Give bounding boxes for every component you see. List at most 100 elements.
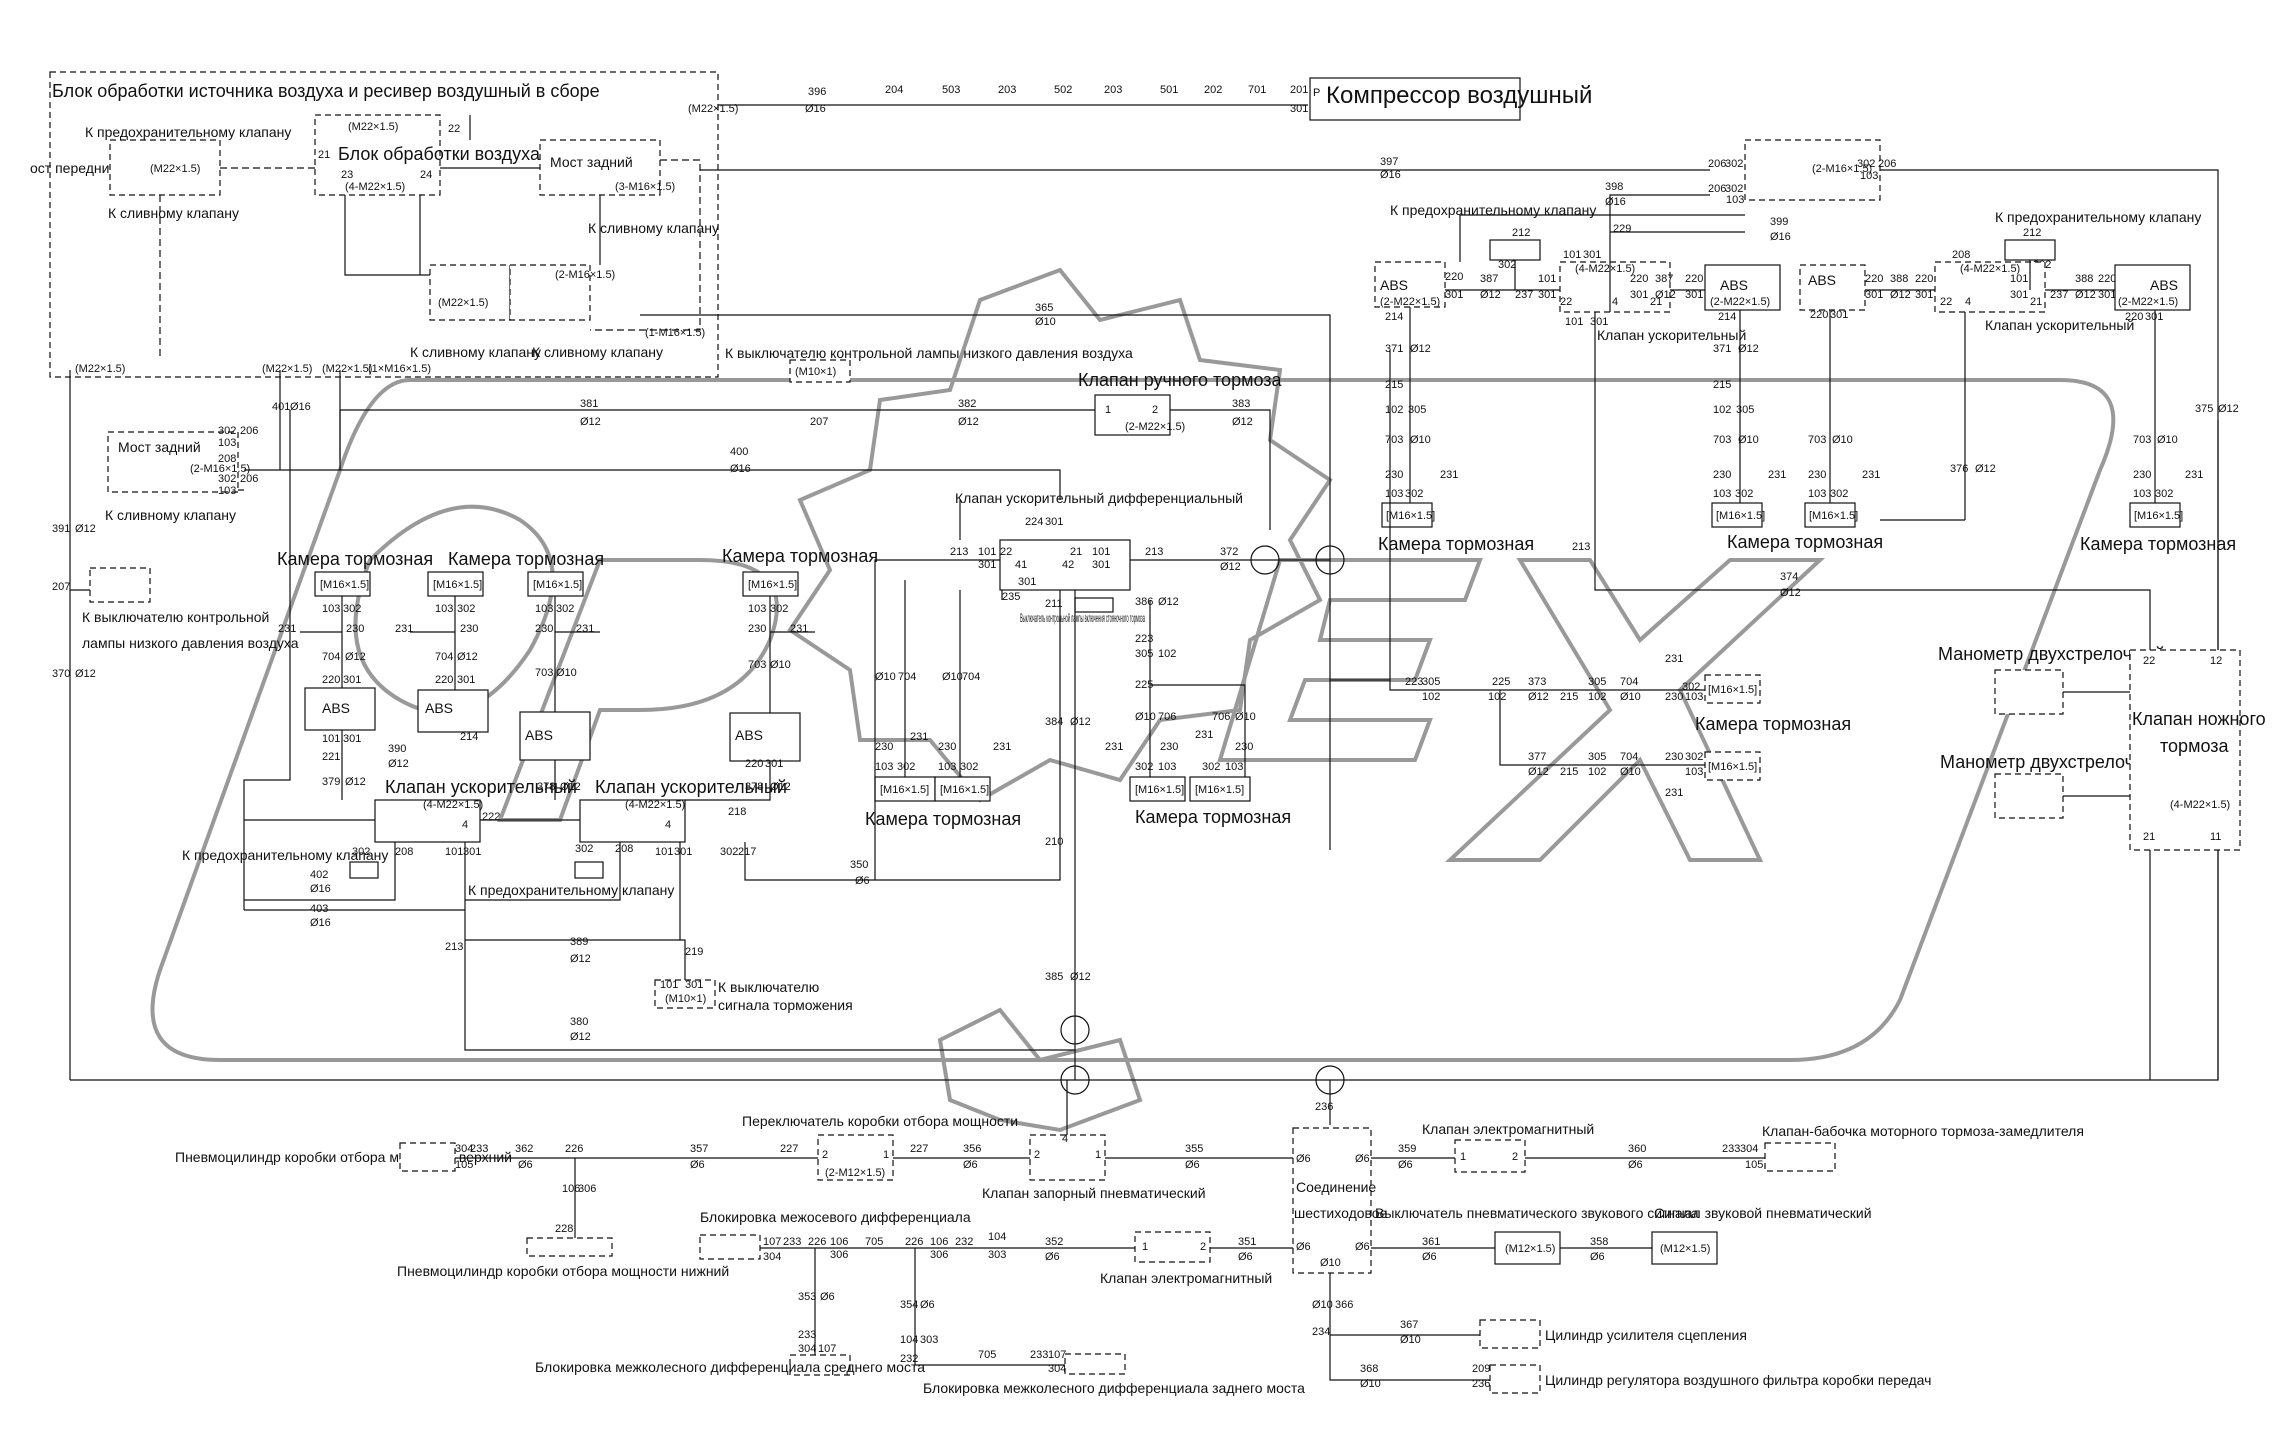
diff-relay-valve [999,539,1131,591]
interaxle-lock-label: Блокировка межосевого дифференциала [700,1209,971,1225]
svg-text:226: 226 [565,1143,583,1155]
svg-text:403: 403 [310,903,328,915]
svg-text:304: 304 [798,1343,816,1355]
svg-text:230: 230 [346,623,364,635]
svg-text:302: 302 [1830,488,1848,500]
svg-text:Ø12: Ø12 [75,668,96,680]
svg-text:230: 230 [1160,741,1178,753]
svg-text:(1-M16×1.5): (1-M16×1.5) [645,327,705,339]
svg-text:(M12×1.5): (M12×1.5) [1505,1243,1555,1255]
svg-text:Ø10: Ø10 [1400,1334,1421,1346]
svg-text:102: 102 [1713,404,1731,416]
svg-text:(4-M22×1.5): (4-M22×1.5) [2170,799,2230,811]
air-treatment-label: Блок обработки воздуха [338,144,541,164]
low-pressure-switch-label: К выключателю контрольной лампы низкого … [725,345,1133,361]
svg-text:706: 706 [1158,711,1176,723]
svg-text:(M10×1): (M10×1) [795,366,836,378]
drain-valve-label-3: К сливному клапану [410,344,541,360]
svg-text:301: 301 [343,733,361,745]
brake-chamber-label-2: Камера тормозная [448,549,604,569]
svg-text:Ø16: Ø16 [1380,169,1401,181]
svg-text:207: 207 [52,581,70,593]
svg-text:Ø16: Ø16 [730,463,751,475]
svg-text:Ø12: Ø12 [1410,343,1431,355]
svg-text:Ø12: Ø12 [1070,971,1091,983]
svg-text:227: 227 [780,1143,798,1155]
relay-valve-2 [579,799,686,843]
svg-text:230: 230 [1235,741,1253,753]
svg-text:210: 210 [1045,836,1063,848]
shutoff-valve-label: Клапан запорный пневматический [982,1185,1206,1201]
svg-text:306: 306 [930,1249,948,1261]
svg-text:Ø12: Ø12 [1528,691,1549,703]
rear-axle-left: Мост задний (2-M16×1.5) К сливному клапа… [52,425,299,680]
svg-text:301: 301 [2098,289,2116,301]
gearbox-cyl-label: Цилиндр регулятора воздушного фильтра ко… [1545,1372,1931,1388]
svg-text:21: 21 [2030,296,2042,308]
svg-text:302: 302 [1405,488,1423,500]
svg-text:233: 233 [1030,1349,1048,1361]
relay-valve-label-3: Клапан ускорительный [1597,327,1746,343]
svg-text:231: 231 [395,623,413,635]
rear-axle-label-top: Мост задний [550,154,633,170]
svg-text:233: 233 [470,1143,488,1155]
svg-text:502: 502 [1054,84,1072,96]
svg-text:301: 301 [463,846,481,858]
svg-text:703: 703 [1713,434,1731,446]
low-pressure-lamp-label: лампы низкого давления воздуха [82,635,299,651]
svg-text:Ø6: Ø6 [1296,1241,1311,1253]
svg-text:Ø12: Ø12 [958,416,979,428]
svg-text:101: 101 [655,846,673,858]
svg-text:202: 202 [1204,84,1222,96]
svg-text:Ø12: Ø12 [1232,416,1253,428]
svg-text:[M16×1.5]: [M16×1.5] [1708,684,1757,696]
svg-text:365: 365 [1035,302,1053,314]
svg-text:203: 203 [998,84,1016,96]
svg-text:301: 301 [674,846,692,858]
svg-text:21: 21 [1650,296,1662,308]
supply-lines: 397 Ø16 (2-M16×1.5) 206 302 206 302 103 … [70,139,2219,1081]
safety-valve-label-left: К предохранительному клапану [85,124,291,140]
svg-text:(M22×1.5): (M22×1.5) [75,363,125,375]
brake-chamber-1 [314,571,371,597]
svg-text:208: 208 [218,453,236,465]
svg-text:[M16×1.5]: [M16×1.5] [1716,510,1765,522]
svg-text:11: 11 [2210,831,2221,843]
svg-text:233: 233 [1722,1143,1740,1155]
svg-text:Ø12: Ø12 [388,758,409,770]
svg-text:231: 231 [1768,469,1786,481]
svg-text:106: 106 [930,1236,948,1248]
svg-text:372: 372 [1220,546,1238,558]
svg-text:103: 103 [1685,766,1703,778]
svg-text:398: 398 [1605,181,1623,193]
svg-text:4: 4 [665,819,671,831]
svg-text:302: 302 [575,843,593,855]
right-brake-group: К предохранительному клапану К предохран… [1374,202,2239,650]
rear-axle-lock [1064,1353,1126,1375]
svg-text:22: 22 [2143,655,2155,667]
svg-text:209: 209 [1472,1363,1490,1375]
svg-text:351: 351 [1238,1236,1256,1248]
brake-chamber-label-8: Камера тормозная [2080,534,2236,554]
svg-text:371: 371 [1385,343,1403,355]
gauge-1 [1994,669,2064,715]
svg-text:214: 214 [1718,311,1736,323]
svg-text:101: 101 [1565,316,1583,328]
svg-text:ABS: ABS [525,727,553,743]
svg-text:103: 103 [2133,488,2151,500]
svg-text:231: 231 [1105,741,1123,753]
svg-text:378: 378 [537,781,555,793]
svg-text:103: 103 [1808,488,1826,500]
svg-text:220: 220 [1685,273,1703,285]
svg-text:213: 213 [1572,541,1590,553]
four-circuit-valve [1744,139,1881,201]
svg-text:206: 206 [1708,158,1726,170]
svg-text:388: 388 [1890,273,1908,285]
svg-text:(2-M16×1.5): (2-M16×1.5) [1812,163,1872,175]
svg-text:236: 236 [1472,1378,1490,1390]
svg-text:Ø10: Ø10 [1312,1299,1333,1311]
svg-text:101: 101 [2010,273,2028,285]
svg-text:208: 208 [615,843,633,855]
svg-text:[M16×1.5]: [M16×1.5] [1809,510,1858,522]
svg-text:102: 102 [1158,648,1176,660]
